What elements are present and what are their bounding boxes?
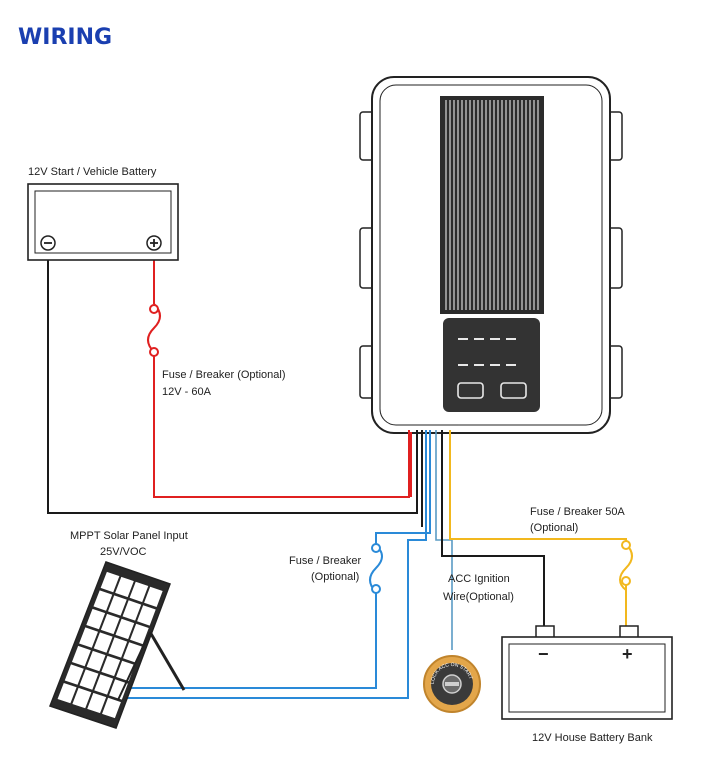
solar-cell [109,679,128,700]
ignition-switch: LOCK ACC ON START [423,655,481,713]
solar-cell [130,623,149,645]
house-battery: − + [501,625,673,720]
page-title: WIRING [18,25,112,50]
solar-wire-negative [116,430,427,699]
house-battery-label: 12V House Battery Bank [532,732,653,744]
solar-wire-positive [124,592,377,689]
solar-cell [57,682,77,704]
house-negative-sign: − [538,644,549,664]
start-battery-label: 12V Start / Vehicle Battery [28,166,157,178]
solar-cell [71,645,91,667]
solar-cell [93,590,113,611]
acc-label-1: ACC Ignition [448,573,510,585]
solar-cell [93,632,113,653]
solar-cell [100,571,120,593]
solar-cell [101,655,121,677]
fuse-top-terminal-lower [149,347,159,357]
fuse-house-label-1: Fuse / Breaker 50A [530,506,625,518]
acc-label-2: Wire(Optional) [443,591,514,603]
status-leds [458,338,516,366]
house-battery-negative-wire [441,430,545,628]
fuse-top-label-1: Fuse / Breaker (Optional) [162,369,286,381]
solar-cell [108,595,127,616]
solar-cell [79,669,99,690]
fuse-house [619,543,633,591]
fuse-top [147,303,161,353]
solar-panel-stand [148,631,186,691]
dc-dc-charger [359,76,623,434]
fuse-solar [369,545,383,593]
fuse-solar-label-1: Fuse / Breaker [289,555,361,567]
solar-cell [86,608,106,630]
fuse-house-terminal-upper [621,540,631,550]
panel-button-right [500,382,527,399]
solar-cell [102,697,121,719]
solar-cell [72,687,92,709]
solar-cell [108,637,128,658]
solar-label-2: 25V/VOC [100,546,147,558]
acc-ignition-wire [435,430,453,650]
solar-cell [129,581,149,603]
heatsink-panel [440,96,544,314]
solar-cell [86,650,106,672]
solar-cell [94,674,114,695]
fuse-solar-label-2: (Optional) [311,571,359,583]
solar-cell [64,664,84,685]
house-positive-sign: + [622,644,633,664]
start-battery [27,183,179,261]
solar-cell [137,605,156,626]
fuse-top-terminal-upper [149,304,159,314]
fuse-top-label-2: 12V - 60A [162,386,212,398]
solar-cell [100,613,120,635]
fuse-solar-terminal-lower [371,584,381,594]
solar-cell [87,692,107,714]
solar-cell [122,600,142,621]
solar-wire-to-charger [375,430,431,544]
solar-cell [115,618,135,640]
solar-panel [49,561,186,729]
heatsink-fins [445,100,539,310]
solar-cell [144,586,163,608]
start-battery-negative-wire [47,260,418,514]
solar-label-1: MPPT Solar Panel Input [70,530,188,542]
solar-cell [115,576,134,598]
panel-button-left [457,382,484,399]
positive-wire-lower [153,356,410,498]
fuse-solar-terminal-upper [371,543,381,553]
fuse-house-label-2: (Optional) [530,522,578,534]
solar-cell [79,627,98,648]
fuse-house-terminal-lower [621,576,631,586]
